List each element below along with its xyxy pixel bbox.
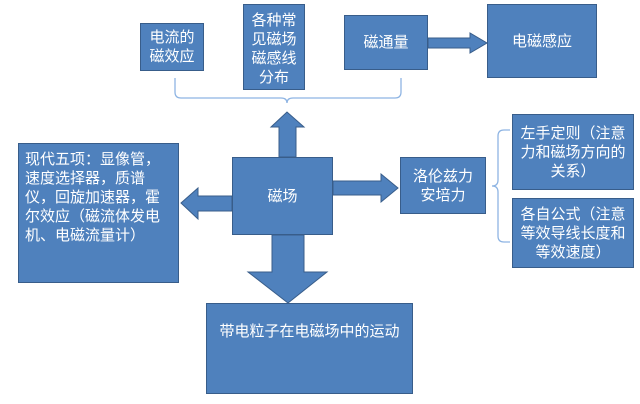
node-current-magnetic-effect-label: 电流的磁效应 [149, 28, 195, 65]
node-formulas-label: 各自公式（注意等效导线长度和等效速度） [520, 204, 626, 261]
arrow-up [269, 111, 306, 158]
node-modern-applications-label: 现代五项：显像管，速度选择器，质谱仪，回旋加速器，霍尔效应（磁流体发电机、电磁流… [25, 150, 161, 244]
node-lorentz-ampere-force: 洛伦兹力 安培力 [400, 157, 486, 214]
node-magnetic-flux-label: 磁通量 [363, 33, 409, 51]
node-charged-particle-motion-label: 带电粒子在电磁场中的运动 [219, 322, 400, 340]
arrow-down [246, 234, 329, 304]
node-left-hand-rule-label: 左手定则（注意力和磁场方向的关系） [520, 123, 626, 180]
node-magnetic-field: 磁场 [232, 157, 333, 235]
node-charged-particle-motion: 带电粒子在电磁场中的运动 [206, 303, 413, 394]
node-left-hand-rule: 左手定则（注意力和磁场方向的关系） [512, 114, 634, 190]
node-magnetic-flux: 磁通量 [344, 15, 428, 70]
node-field-lines: 各种常见磁场磁感线分布 [243, 4, 305, 90]
node-current-magnetic-effect: 电流的磁效应 [140, 23, 204, 71]
node-field-lines-label: 各种常见磁场磁感线分布 [251, 11, 297, 86]
right-bracket [491, 129, 510, 243]
arrow-left [180, 186, 233, 221]
arrow-flux-to-induction [427, 32, 488, 54]
arrow-right [332, 172, 399, 204]
node-magnetic-field-label: 磁场 [267, 186, 298, 205]
top-bracket [174, 78, 402, 104]
node-electromagnetic-induction-label: 电磁感应 [511, 31, 572, 50]
node-electromagnetic-induction: 电磁感应 [487, 4, 597, 78]
node-lorentz-ampere-force-label: 洛伦兹力 安培力 [412, 166, 473, 204]
node-formulas: 各自公式（注意等效导线长度和等效速度） [512, 198, 634, 268]
node-modern-applications: 现代五项：显像管，速度选择器，质谱仪，回旋加速器，霍尔效应（磁流体发电机、电磁流… [18, 143, 179, 283]
